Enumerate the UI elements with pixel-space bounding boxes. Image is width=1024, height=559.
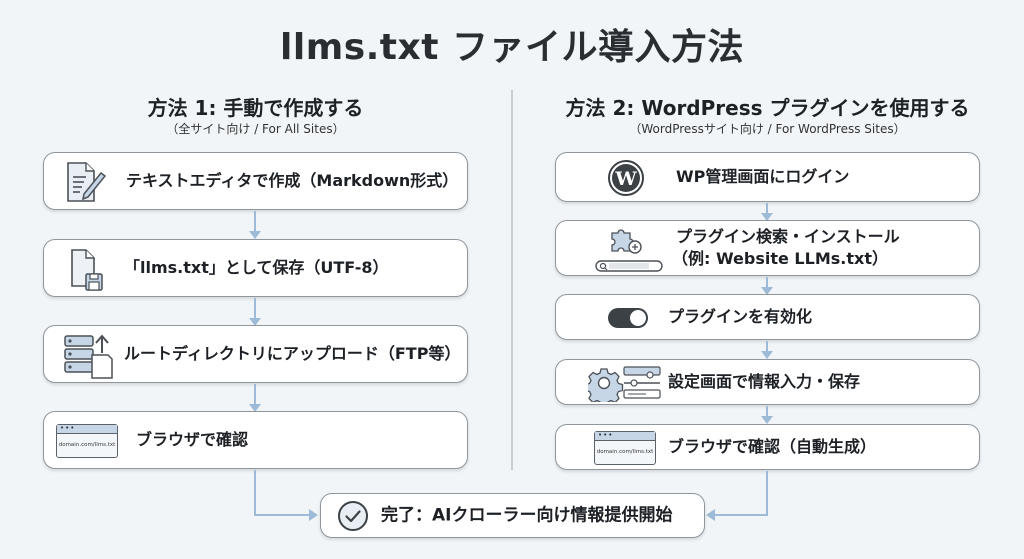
- arrow-down: [249, 298, 261, 326]
- browser-window: ••• domain.com/llms.txt: [594, 431, 656, 465]
- method1-step-3-label: ルートディレクトリにアップロード（FTP等）: [124, 344, 461, 363]
- column-divider: [511, 90, 513, 470]
- method2-step-2: プラグイン検索・インストール （例: Website LLMs.txt）: [555, 220, 980, 276]
- method2-step-3: プラグインを有効化: [555, 294, 980, 340]
- method1-step-4-label: ブラウザで確認: [136, 430, 249, 449]
- method1-step-1: テキストエディタで作成（Markdown形式）: [43, 152, 468, 210]
- file-save-icon: [66, 248, 110, 292]
- method2-step-3-label: プラグインを有効化: [668, 307, 813, 326]
- arrowhead-right: [309, 509, 318, 521]
- arrowhead-left: [706, 509, 715, 521]
- plugin-search-icon: [594, 227, 664, 273]
- method2-step-5: ••• domain.com/llms.txt ブラウザで確認（自動生成）: [555, 424, 980, 470]
- method1-step-4: ••• domain.com/llms.txt ブラウザで確認: [43, 411, 468, 469]
- connector-left-vertical: [254, 470, 256, 516]
- checkmark-circle-icon: [337, 500, 369, 532]
- method2-step-1-label: WP管理画面にログイン: [676, 167, 850, 186]
- wordpress-logo-icon: W: [606, 158, 646, 198]
- method2-step-4-label: 設定画面で情報入力・保存: [668, 372, 861, 391]
- settings-sliders-icon: [588, 364, 666, 402]
- browser-dots: •••: [57, 425, 117, 434]
- svg-text:W: W: [614, 168, 637, 190]
- page-title: llms.txt ファイル導入方法: [280, 27, 744, 68]
- method2-subheading: （WordPressサイト向け / For WordPress Sites）: [629, 122, 906, 136]
- method1-heading: 方法 1: 手動で作成する: [147, 96, 364, 120]
- method1-step-1-label: テキストエディタで作成（Markdown形式）: [126, 171, 459, 190]
- arrow-down: [761, 277, 773, 295]
- method1-step-2: 「llms.txt」として保存（UTF-8）: [43, 239, 468, 297]
- arrow-down: [761, 406, 773, 424]
- browser-window-icon: ••• domain.com/llms.txt: [56, 424, 118, 458]
- method2-heading: 方法 2: WordPress プラグインを使用する: [565, 96, 970, 120]
- browser-window: ••• domain.com/llms.txt: [56, 424, 118, 458]
- browser-url-text: domain.com/llms.txt: [596, 449, 654, 455]
- method2-step-1: W WP管理画面にログイン: [555, 152, 980, 202]
- method2-step-5-label: ブラウザで確認（自動生成）: [668, 437, 877, 456]
- method2-step-2-label: プラグイン検索・インストール: [676, 227, 900, 246]
- browser-url-text: domain.com/llms.txt: [58, 442, 116, 448]
- browser-window-icon: ••• domain.com/llms.txt: [594, 431, 656, 465]
- browser-dots: •••: [595, 432, 655, 441]
- method2-step-2-example: （例: Website LLMs.txt）: [672, 249, 888, 268]
- final-step: 完了：AIクローラー向け情報提供開始: [320, 493, 705, 538]
- document-pencil-icon: [64, 161, 112, 203]
- connector-right-horizontal: [714, 514, 768, 516]
- final-step-label: 完了：AIクローラー向け情報提供開始: [381, 504, 673, 525]
- arrow-down: [249, 211, 261, 239]
- connector-left-horizontal: [254, 514, 311, 516]
- method1-subheading: （全サイト向け / For All Sites）: [166, 122, 345, 136]
- arrow-down: [249, 384, 261, 412]
- server-upload-icon: [62, 333, 114, 379]
- toggle-switch-icon: [606, 307, 650, 329]
- method1-step-3: ルートディレクトリにアップロード（FTP等）: [43, 325, 468, 383]
- arrow-down: [761, 341, 773, 359]
- connector-right-vertical: [766, 471, 768, 516]
- method2-step-4: 設定画面で情報入力・保存: [555, 359, 980, 405]
- method1-step-2-label: 「llms.txt」として保存（UTF-8）: [124, 258, 389, 277]
- arrow-down: [761, 203, 773, 221]
